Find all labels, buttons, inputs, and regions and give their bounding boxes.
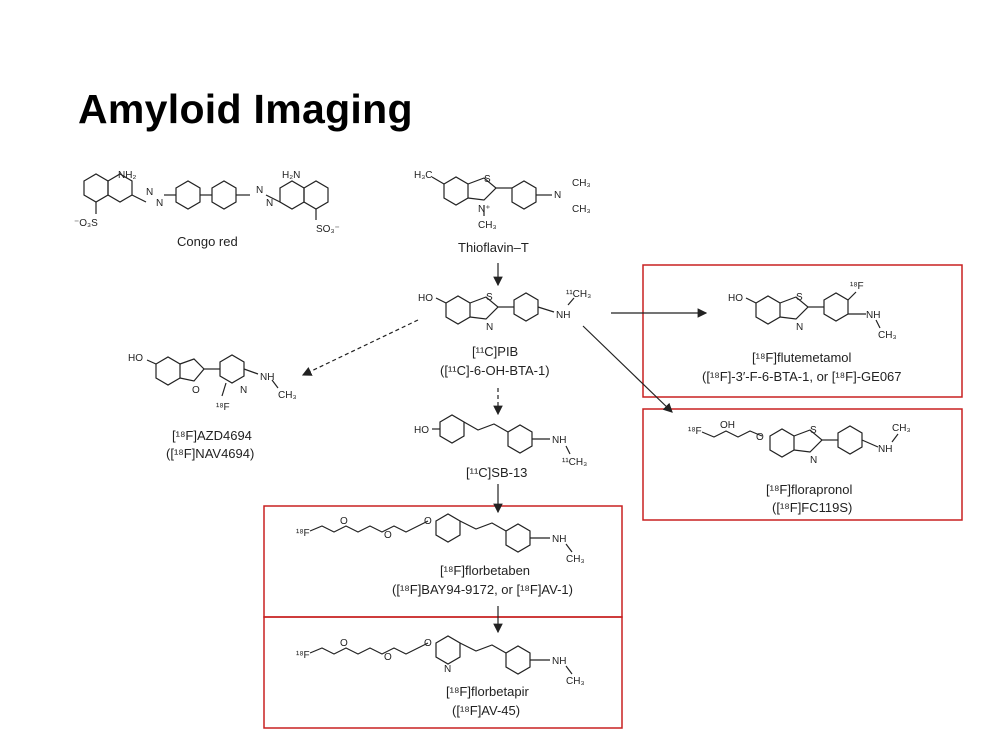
- sb13-ho: HO: [414, 425, 429, 436]
- sb13-ch3: ¹¹CH₃: [562, 457, 587, 468]
- thioflavin-nplus: N⁺: [478, 204, 491, 215]
- congo-so3-left: ⁻O₃S: [74, 218, 98, 229]
- azd-o: O: [192, 385, 200, 396]
- congo-nh2-a: NH₂: [118, 170, 136, 181]
- florbetapir-box: [263, 616, 623, 729]
- azd4694-structure: [146, 354, 279, 397]
- congo-n1: N: [146, 187, 153, 198]
- florbetapir-o3: O: [424, 638, 432, 649]
- florapronol-label-1: [¹⁸F]florapronol: [766, 482, 853, 497]
- azd-nh: NH: [260, 372, 274, 383]
- florbetapir-o1: O: [340, 638, 348, 649]
- congo-n4: N: [266, 198, 273, 209]
- congo-nh2-b: H₂N: [282, 170, 300, 181]
- pib-structure: [435, 292, 575, 325]
- thioflavin-s: S: [484, 174, 491, 185]
- florbetaben-nh: NH: [552, 534, 566, 545]
- flute-n: N: [796, 322, 803, 333]
- thioflavin-label: Thioflavin–T: [458, 240, 529, 255]
- florapronol-oh: OH: [720, 420, 735, 431]
- florapronol-structure: [701, 425, 899, 458]
- pib-s: S: [486, 292, 493, 303]
- flutemetamol-label-1: [¹⁸F]flutemetamol: [752, 350, 852, 365]
- azd-f: ¹⁸F: [216, 402, 230, 413]
- congo-red-label: Congo red: [177, 234, 238, 249]
- florbetaben-o3: O: [424, 516, 432, 527]
- azd4694-label-2: ([¹⁸F]NAV4694): [166, 446, 254, 461]
- flutemetamol-box: [642, 264, 963, 398]
- florbetaben-structure: [309, 513, 573, 553]
- florbetapir-structure: [309, 635, 573, 675]
- florbetapir-label-2: ([¹⁸F]AV-45): [452, 703, 520, 718]
- florbetaben-label-2: ([¹⁸F]BAY94-9172, or [¹⁸F]AV-1): [392, 582, 573, 597]
- dashed-arrow-pib-to-azd4694: [301, 319, 419, 376]
- florbetaben-label-1: [¹⁸F]florbetaben: [440, 563, 530, 578]
- sb13-nh: NH: [552, 435, 566, 446]
- pib-label-1: [¹¹C]PIB: [472, 344, 518, 359]
- azd-n: N: [240, 385, 247, 396]
- florapronol-ch3: CH₃: [892, 423, 911, 434]
- flute-ch3: CH₃: [878, 330, 897, 341]
- flute-nh: NH: [866, 310, 880, 321]
- azd-ch3: CH₃: [278, 390, 297, 401]
- thioflavin-ch3-a: CH₃: [572, 178, 591, 189]
- florbetapir-n: N: [444, 664, 451, 675]
- florapronol-box: [642, 408, 963, 521]
- florapronol-s: S: [810, 425, 817, 436]
- thioflavin-ch3-bottom: CH₃: [478, 220, 497, 231]
- congo-red-structure: [83, 173, 329, 220]
- florbetapir-ch3: CH₃: [566, 676, 585, 687]
- florapronol-o: O: [756, 432, 764, 443]
- florbetapir-label-1: [¹⁸F]florbetapir: [446, 684, 529, 699]
- flute-s: S: [796, 292, 803, 303]
- florbetaben-o2: O: [384, 530, 392, 541]
- arrow-pib-to-florapronol: [582, 325, 673, 413]
- pib-ho: HO: [418, 293, 433, 304]
- thioflavin-h3c: H₃C: [414, 170, 433, 181]
- pib-n: N: [486, 322, 493, 333]
- congo-n3: N: [256, 185, 263, 196]
- flute-ho: HO: [728, 293, 743, 304]
- pib-label-2: ([¹¹C]-6-OH-BTA-1): [440, 363, 550, 378]
- sb13-structure: [432, 414, 571, 455]
- thioflavin-structure: [431, 176, 552, 216]
- florbetaben-f: ¹⁸F: [296, 528, 310, 539]
- congo-n2: N: [156, 198, 163, 209]
- sb13-label: [¹¹C]SB-13: [466, 465, 527, 480]
- thioflavin-ch3-b: CH₃: [572, 204, 591, 215]
- florbetapir-nh: NH: [552, 656, 566, 667]
- florbetaben-ch3: CH₃: [566, 554, 585, 565]
- flute-f: ¹⁸F: [850, 281, 864, 292]
- azd-ho: HO: [128, 353, 143, 364]
- pib-nh: NH: [556, 310, 570, 321]
- congo-so3-right: SO₃⁻: [316, 224, 340, 235]
- florapronol-f: ¹⁸F: [688, 426, 702, 437]
- florbetapir-f: ¹⁸F: [296, 650, 310, 661]
- florbetapir-o2: O: [384, 652, 392, 663]
- florapronol-label-2: ([¹⁸F]FC119S): [772, 500, 852, 515]
- florapronol-n: N: [810, 455, 817, 466]
- azd4694-label-1: [¹⁸F]AZD4694: [172, 428, 252, 443]
- pib-ch3: ¹¹CH₃: [566, 289, 591, 300]
- thioflavin-n: N: [554, 190, 561, 201]
- florbetaben-o1: O: [340, 516, 348, 527]
- florapronol-nh: NH: [878, 444, 892, 455]
- slide-title: Amyloid Imaging: [78, 86, 413, 132]
- flutemetamol-structure: [745, 291, 881, 329]
- flutemetamol-label-2: ([¹⁸F]-3′-F-6-BTA-1, or [¹⁸F]-GE067: [702, 369, 902, 384]
